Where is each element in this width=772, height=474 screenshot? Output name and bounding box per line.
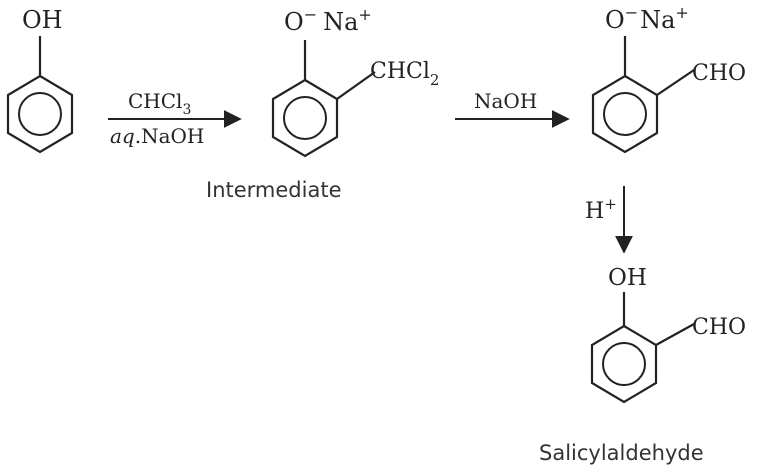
step3-arrow-group: H+ (585, 186, 633, 254)
step2-arrow-group: NaOH (455, 89, 570, 128)
intermediate-molecule: O−Na+ CHCl2 Intermediate (206, 5, 439, 202)
final-product-aromatic-circle (602, 342, 646, 386)
step2-reagent: NaOH (474, 89, 537, 113)
phenol-aromatic-circle (18, 92, 62, 136)
salt-product-o-label: O−Na+ (605, 3, 689, 34)
intermediate-side-group: CHCl2 (370, 59, 439, 89)
final-product-side-group: CHO (692, 315, 746, 340)
phenol-ring (6, 74, 74, 154)
salt-product-ring (591, 74, 659, 154)
step1-arrow-group: CHCl3 aq.NaOH (108, 89, 242, 148)
salt-product-side-bond (656, 69, 695, 96)
salt-product-molecule: O−Na+ CHO (591, 3, 746, 154)
step3-reagent: H+ (585, 195, 617, 224)
intermediate-side-bond (336, 71, 376, 100)
final-product-oh-label: OH (608, 265, 647, 291)
final-product-molecule: OH CHO Salicylaldehyde (539, 265, 746, 465)
salt-product-aromatic-circle (603, 92, 647, 136)
step1-reagent-top: CHCl3 (128, 89, 191, 118)
intermediate-ring (271, 78, 339, 158)
phenol-oh-label: OH (22, 6, 63, 34)
final-product-ring (590, 324, 658, 404)
intermediate-caption: Intermediate (206, 178, 342, 202)
phenol-molecule: OH (6, 6, 74, 154)
intermediate-o-label: O−Na+ (284, 5, 372, 36)
final-product-caption: Salicylaldehyde (539, 441, 704, 465)
final-product-side-bond (655, 323, 695, 346)
step1-reagent-bottom: aq.NaOH (110, 124, 204, 148)
salt-product-side-group: CHO (692, 61, 746, 86)
intermediate-aromatic-circle (283, 96, 327, 140)
